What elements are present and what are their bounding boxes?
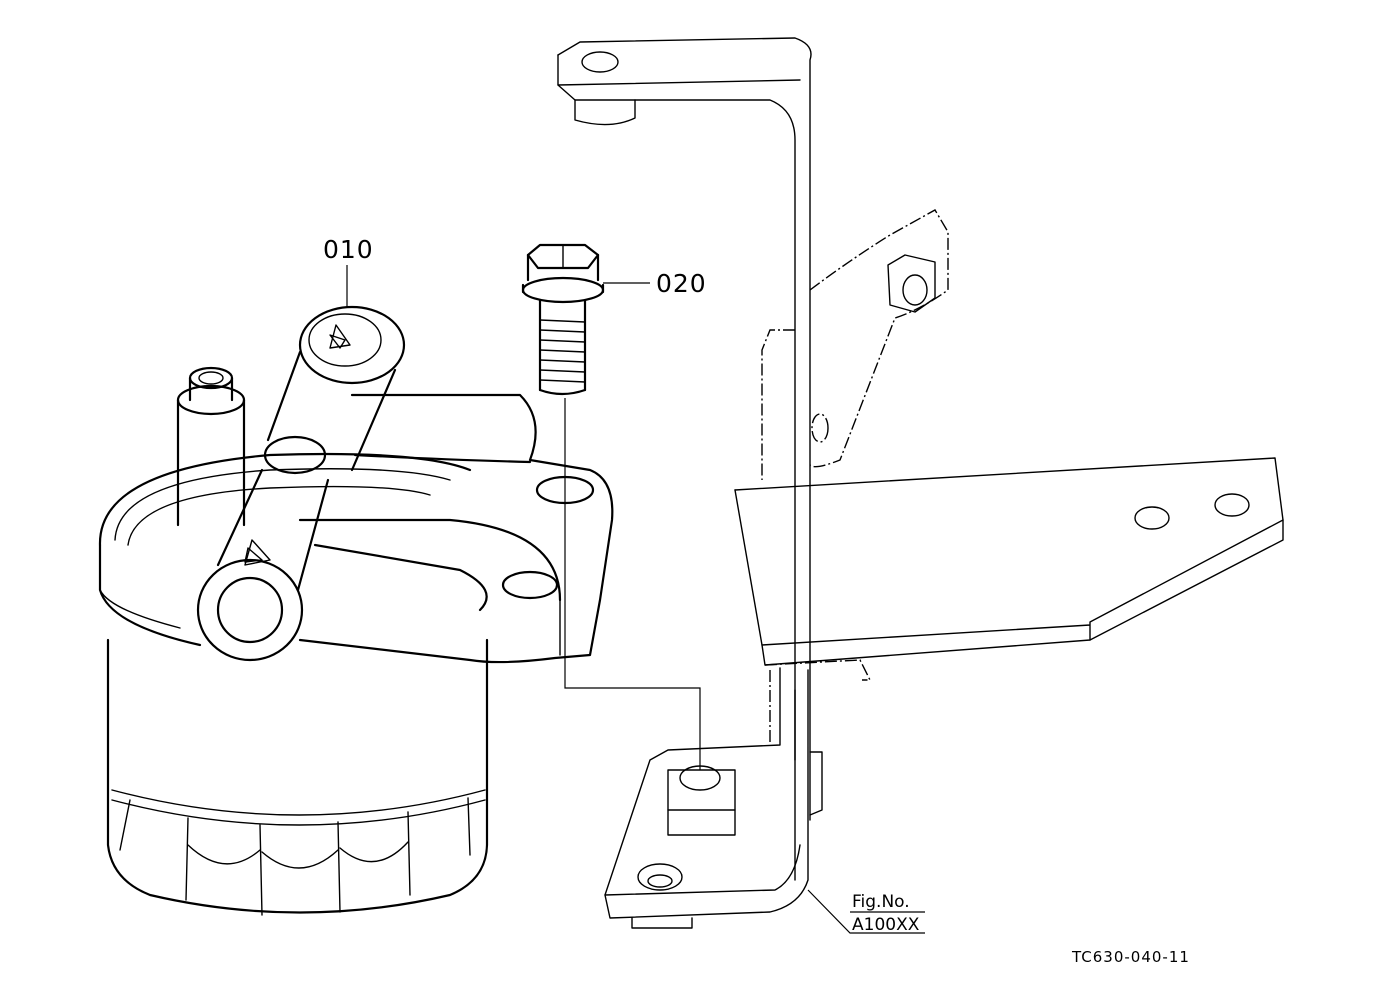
bolt-020	[521, 243, 605, 396]
mounting-bracket	[557, 37, 1284, 929]
filter-head-assembly	[176, 305, 614, 664]
figure-number-label: Fig.No.	[852, 892, 910, 912]
figure-number-value: A100XX	[852, 915, 920, 935]
callout-020: 020	[656, 269, 707, 298]
fuel-filter-cartridge	[98, 452, 489, 916]
callout-010: 010	[323, 235, 374, 264]
leader-lines	[346, 265, 925, 934]
drawing-code: TC630-040-11	[1071, 948, 1190, 966]
